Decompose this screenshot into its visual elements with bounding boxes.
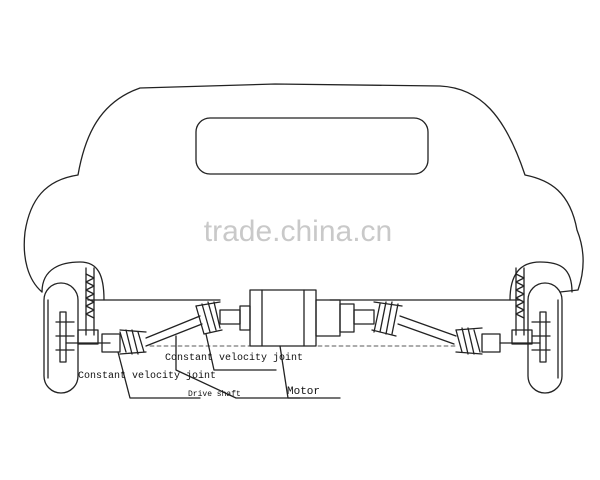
- label-motor: Motor: [287, 386, 320, 398]
- right-outer-cv-joint: [455, 327, 501, 355]
- leader-cv-joint-center: [205, 333, 277, 371]
- label-cv-joint-center: Constant velocity joint: [165, 352, 303, 364]
- leader-drive-shaft: [175, 335, 301, 399]
- right-drive-shaft: [397, 315, 457, 345]
- left-outer-cv-joint: [101, 329, 147, 355]
- motor: [239, 289, 355, 347]
- leader-motor: [279, 345, 341, 399]
- wheel-arch-left: [41, 261, 105, 301]
- right-wheel: [527, 282, 563, 394]
- leader-cv-joint-left: [117, 351, 201, 399]
- left-wheel: [43, 282, 79, 394]
- left-spring: [77, 267, 99, 345]
- label-drive-shaft: Drive shaft: [188, 390, 241, 399]
- right-spring: [511, 267, 533, 345]
- watermark-text: trade.china.cn: [204, 215, 392, 248]
- left-inner-cv-joint: [195, 301, 241, 335]
- right-inner-cv-joint: [353, 301, 403, 337]
- car-body-outline: [23, 83, 584, 293]
- rear-window: [195, 117, 429, 175]
- wheel-arch-right: [509, 261, 573, 301]
- left-drive-shaft: [145, 315, 203, 347]
- label-cv-joint-left: Constant velocity joint: [78, 370, 216, 382]
